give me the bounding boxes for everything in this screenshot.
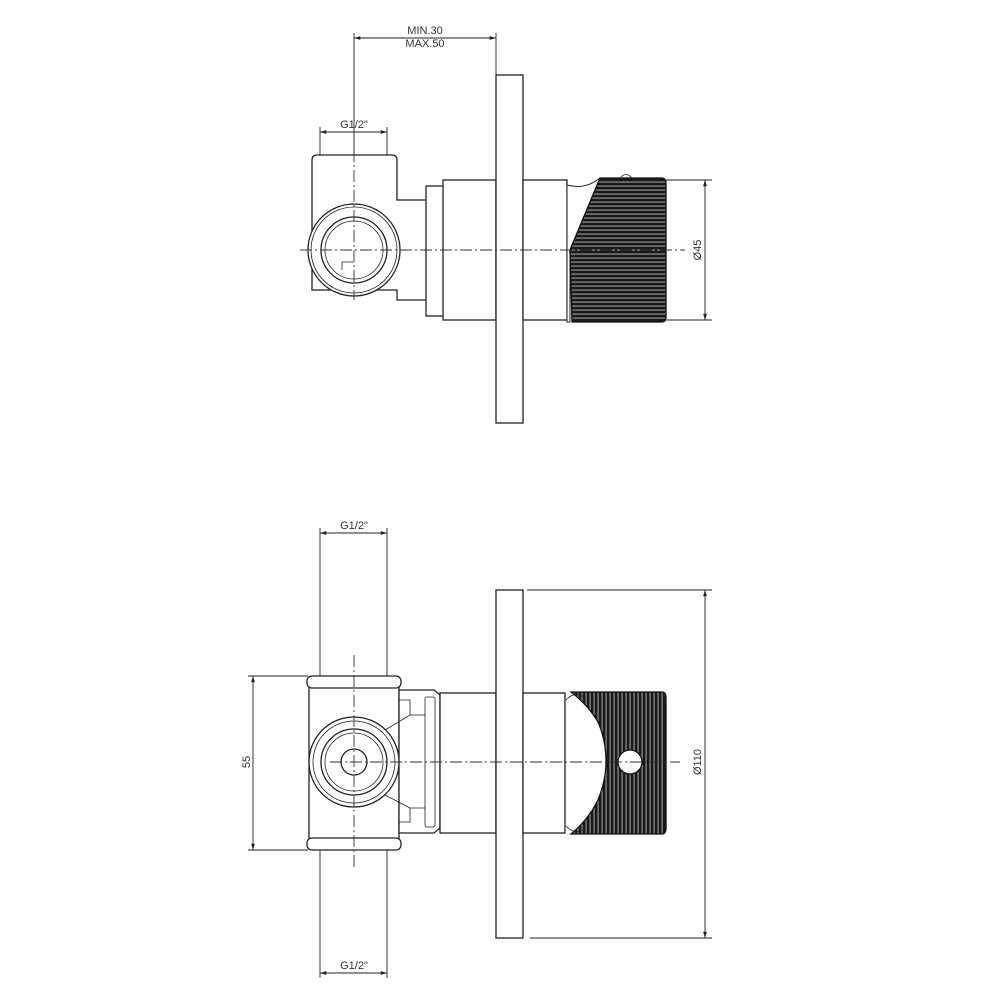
valve-body-side: [307, 154, 497, 321]
knob-diameter-dimension: Ø45: [666, 179, 712, 321]
knob-diameter-label: Ø45: [692, 240, 704, 261]
body-height-label: 55: [241, 756, 253, 768]
depth-min-label: MIN.30: [407, 25, 442, 37]
inlet-label: G1/2": [340, 119, 368, 131]
depth-max-label: MAX.50: [405, 38, 444, 50]
depth-dimension: MIN.30 MAX.50: [353, 25, 497, 300]
cover-plate-front: [495, 589, 524, 939]
top-view: MIN.30 MAX.50 G1/2": [300, 25, 712, 424]
inlet-dimension: G1/2": [319, 119, 388, 155]
knob-front: [565, 691, 667, 835]
plate-diameter-dimension: Ø110: [527, 589, 712, 939]
body-height-dimension: 55: [241, 675, 308, 851]
cover-plate: [495, 74, 524, 424]
plate-diameter-label: Ø110: [692, 749, 704, 775]
inlet-bottom-dimension: G1/2": [319, 850, 388, 978]
valve-body-front: [306, 675, 497, 851]
bottom-view: G1/2" G1/2" 55: [241, 520, 712, 978]
knob-sleeve-front: [522, 692, 566, 834]
knob-side: [566, 174, 667, 323]
inlet-top-label: G1/2": [340, 520, 368, 532]
inlet-bottom-label: G1/2": [340, 960, 368, 972]
inlet-top-dimension: G1/2": [319, 520, 388, 677]
